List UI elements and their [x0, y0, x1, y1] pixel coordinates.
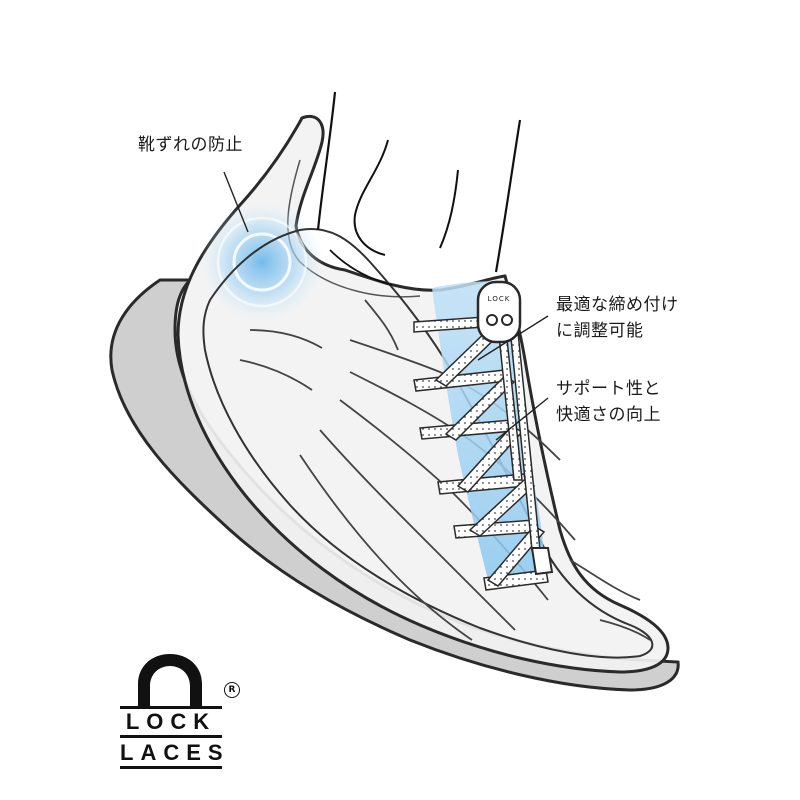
bone [319, 429, 516, 631]
callout-heel: 靴ずれの防止 [138, 132, 243, 158]
callout-fit-line2: に調整可能 [556, 321, 644, 341]
leg-outline [329, 249, 393, 286]
heel-ring [232, 232, 292, 292]
leg-outline [494, 119, 522, 273]
leader-line-fit [477, 315, 549, 361]
callout-support: サポート性と 快適さの向上 [556, 376, 661, 428]
callout-heel-text: 靴ずれの防止 [138, 135, 243, 155]
lock-toggle-label: LOCK [488, 295, 511, 303]
bone [599, 619, 651, 641]
leg-outline [439, 169, 459, 249]
registered-mark-icon: R [224, 682, 240, 698]
bone [364, 299, 399, 351]
callout-fit: 最適な締め付け に調整可能 [556, 292, 679, 344]
leader-line-heel [223, 171, 249, 233]
bone [249, 329, 323, 349]
leg-outline [316, 91, 337, 231]
callout-support-line2: 快適さの向上 [556, 405, 661, 425]
lace [486, 525, 546, 587]
leg-outline [353, 139, 389, 256]
lace [456, 425, 524, 493]
callout-support-line1: サポート性と [556, 379, 661, 399]
logo-word-laces: LACES [120, 740, 223, 769]
bone [299, 454, 473, 641]
logo-word-lock: LOCK [120, 706, 222, 738]
bone [239, 359, 313, 391]
lace [483, 569, 549, 591]
foot-outline [202, 228, 654, 659]
lace-tip [530, 547, 554, 576]
heel-ring [216, 216, 308, 308]
bone [569, 559, 641, 601]
lock-laces-logo: LOCK LACES R [120, 646, 250, 769]
lock-toggle: LOCK [476, 280, 522, 344]
logo-shackle [138, 654, 202, 708]
leader-line-support [495, 397, 549, 441]
callout-fit-line1: 最適な締め付け [556, 295, 679, 315]
